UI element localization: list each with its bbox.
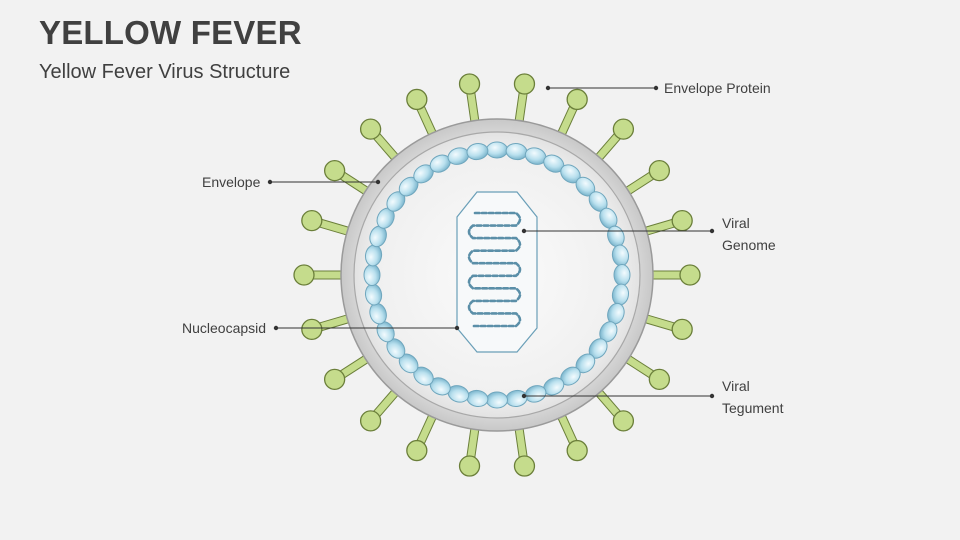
nucleocapsid-bead	[363, 264, 381, 286]
spike-head	[359, 410, 382, 432]
spike-head	[359, 118, 382, 140]
leader-viral-genome-dot	[709, 228, 715, 234]
page-subtitle: Yellow Fever Virus Structure	[39, 61, 291, 83]
nucleocapsid-bead	[466, 142, 489, 161]
spike-head	[513, 455, 536, 477]
spike-head	[458, 455, 481, 477]
spike-head	[458, 73, 481, 95]
spike-head	[566, 439, 588, 462]
nucleocapsid-beads	[363, 141, 631, 409]
leader-viral-tegument-dot	[709, 393, 715, 399]
label-viral-tegument-line1: Viral	[722, 378, 750, 394]
spike-head	[671, 318, 693, 341]
spike-head	[671, 209, 693, 232]
spike-head	[406, 88, 428, 111]
nucleocapsid-bead	[613, 264, 631, 286]
leader-envelope-dot	[375, 179, 381, 185]
spike-head	[323, 160, 346, 182]
spike-head	[612, 118, 635, 140]
viral-genome-strand	[467, 211, 522, 328]
label-viral-tegument: Viral Tegument	[722, 375, 783, 419]
spike-head	[293, 264, 315, 286]
genome-capsule	[456, 191, 538, 353]
label-leader-lines	[267, 85, 715, 399]
spike-head	[301, 209, 323, 232]
leader-envelope-dot	[267, 179, 273, 185]
spike-head	[513, 73, 536, 95]
spike-head	[406, 439, 428, 462]
leader-envelope-protein-dot	[653, 85, 659, 91]
spike-head	[301, 318, 323, 341]
leader-viral-genome-dot	[521, 228, 527, 234]
nucleocapsid-bead	[486, 141, 508, 159]
label-viral-genome: Viral Genome	[722, 212, 776, 256]
spike-head	[566, 88, 588, 111]
spike-head	[648, 368, 671, 390]
leader-nucleocapsid-dot	[273, 325, 279, 331]
spike-head	[612, 410, 635, 432]
spike-head	[323, 368, 346, 390]
label-viral-tegument-line2: Tegument	[722, 400, 784, 416]
label-nucleocapsid: Nucleocapsid	[182, 320, 267, 336]
leader-envelope-protein-dot	[545, 85, 551, 91]
label-viral-genome-line2: Genome	[722, 237, 776, 253]
page-title: YELLOW FEVER	[39, 14, 302, 51]
label-viral-genome-line1: Viral	[722, 215, 750, 231]
label-envelope-protein: Envelope Protein	[664, 80, 771, 96]
nucleocapsid-bead	[486, 391, 508, 409]
label-envelope: Envelope	[202, 174, 261, 190]
spike-head	[648, 160, 671, 182]
spike-head	[679, 264, 701, 286]
leader-nucleocapsid-dot	[454, 325, 460, 331]
leader-viral-tegument-dot	[521, 393, 527, 399]
